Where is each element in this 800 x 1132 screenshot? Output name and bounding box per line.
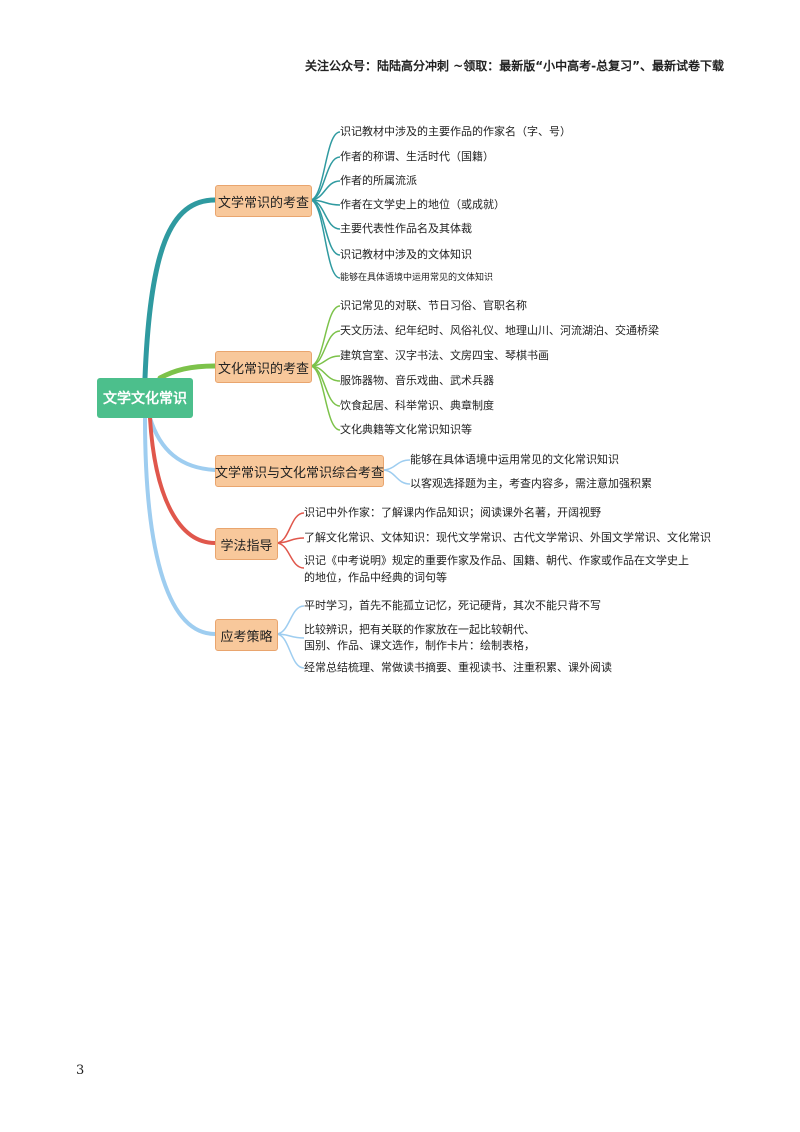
leaf-2-2: 天文历法、纪年纪时、风俗礼仪、地理山川、河流湖泊、交通桥梁 (340, 324, 659, 337)
leaf-connectors-branch-4 (275, 512, 305, 569)
leaf-2-1: 识记常见的对联、节日习俗、官职名称 (340, 299, 527, 312)
connector-branch-4 (148, 416, 217, 545)
leaf-connectors-branch-5 (275, 605, 305, 669)
connector-branch-1 (142, 197, 218, 381)
leaf-2-6: 文化典籍等文化常识知识等 (340, 423, 472, 436)
leaf-1-1: 识记教材中涉及的主要作品的作家名（字、号） (340, 125, 571, 138)
leaf-2-5: 饮食起居、科举常识、典章制度 (340, 399, 494, 412)
leaf-1-4: 作者在文学史上的地位（或成就） (340, 198, 505, 211)
leaf-connectors-branch-3 (381, 459, 411, 485)
leaf-5-3: 国别、作品、课文选作，制作卡片：绘制表格， (304, 639, 535, 652)
leaf-4-4: 的地位，作品中经典的词句等 (304, 571, 447, 584)
connector-branch-2 (157, 363, 218, 381)
page-number: 3 (76, 1063, 85, 1078)
branch-literary-knowledge: 文学常识的考查 (215, 185, 312, 217)
mindmap-root: 文学文化常识 (97, 378, 193, 418)
leaf-3-2: 以客观选择题为主，考查内容多，需注意加强积累 (410, 477, 652, 490)
leaf-1-3: 作者的所属流派 (340, 174, 417, 187)
leaf-4-2: 了解文化常识、文体知识：现代文学常识、古代文学常识、外国文学常识、文化常识 (304, 531, 711, 544)
leaf-2-3: 建筑宫室、汉字书法、文房四宝、琴棋书画 (340, 349, 549, 362)
branch-cultural-knowledge: 文化常识的考查 (215, 351, 312, 383)
leaf-5-2: 比较辨识，把有关联的作家放在一起比较朝代、 (304, 623, 535, 636)
leaf-connectors-branch-1 (309, 131, 341, 279)
leaf-1-7: 能够在具体语境中运用常见的文体知识 (340, 273, 494, 283)
branch-exam-strategy: 应考策略 (215, 619, 278, 651)
connector-branch-3 (148, 416, 217, 472)
branch-study-guidance: 学法指导 (215, 528, 278, 560)
leaf-2-4: 服饰器物、音乐戏曲、武术兵器 (340, 374, 494, 387)
leaf-5-4: 经常总结梳理、常做读书摘要、重视读书、注重积累、课外阅读 (304, 661, 612, 674)
branch-combined-assessment: 文学常识与文化常识综合考查 (215, 455, 384, 487)
leaf-connectors-branch-2 (309, 305, 341, 431)
leaf-1-2: 作者的称谓、生活时代（国籍） (340, 150, 494, 163)
leaf-4-3: 识记《中考说明》规定的重要作家及作品、国籍、朝代、作家或作品在文学史上 (304, 554, 689, 567)
leaf-1-5: 主要代表性作品名及其体裁 (340, 222, 472, 235)
page-header: 关注公众号：陆陆高分冲刺 ~领取：最新版“小中高考-总复习”、最新试卷下载 (305, 59, 724, 73)
leaf-3-1: 能够在具体语境中运用常见的文化常识知识 (410, 453, 619, 466)
connector-branch-5 (143, 416, 217, 636)
leaf-5-1: 平时学习，首先不能孤立记忆，死记硬背，其次不能只背不写 (304, 599, 601, 612)
leaf-1-6: 识记教材中涉及的文体知识 (340, 248, 472, 261)
leaf-4-1: 识记中外作家：了解课内作品知识；阅读课外名著，开阔视野 (304, 506, 601, 519)
